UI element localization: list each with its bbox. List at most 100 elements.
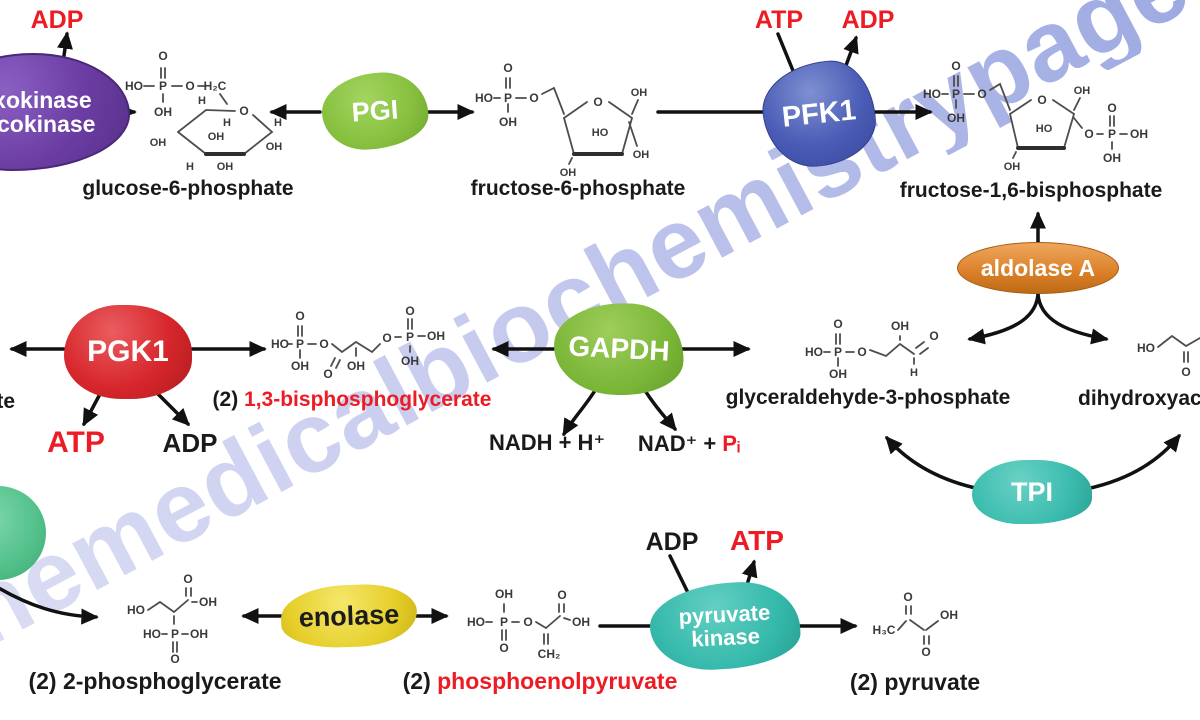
svg-text:O: O bbox=[323, 367, 332, 381]
svg-text:O: O bbox=[857, 345, 866, 359]
label-bpg-name: 1,3-bisphosphoglycerate bbox=[244, 388, 492, 411]
svg-text:O: O bbox=[503, 61, 512, 75]
label-fructose-16-bisphosphate: fructose-1,6-bisphosphate bbox=[899, 179, 1163, 202]
svg-text:O: O bbox=[382, 331, 391, 345]
label-dihydroxyacetone-clipped: dihydroxyacetone bbox=[1078, 387, 1200, 410]
label-adp-hexokinase: ADP bbox=[30, 6, 84, 34]
label-atp-pfk1: ATP bbox=[754, 6, 804, 34]
svg-text:HO: HO bbox=[125, 79, 143, 93]
svg-text:O: O bbox=[1107, 101, 1116, 115]
svg-text:OH: OH bbox=[208, 131, 225, 143]
structure-phosphoenolpyruvate: OH HO P O O CH₂ O OH bbox=[467, 587, 590, 661]
label-bpg-count: (2) bbox=[212, 388, 245, 411]
svg-text:OH: OH bbox=[891, 319, 909, 333]
svg-text:O: O bbox=[529, 91, 538, 105]
svg-text:P: P bbox=[500, 615, 508, 629]
svg-text:CH₂: CH₂ bbox=[538, 647, 561, 661]
svg-text:H: H bbox=[186, 161, 194, 173]
label-nad-base: NAD⁺ + bbox=[637, 431, 723, 456]
svg-text:O: O bbox=[523, 615, 532, 629]
arrow-mutase-to-pg2 bbox=[0, 586, 99, 625]
svg-text:HO: HO bbox=[923, 87, 941, 101]
svg-text:OH: OH bbox=[150, 137, 167, 149]
svg-text:O: O bbox=[1181, 365, 1190, 379]
svg-text:O: O bbox=[951, 59, 960, 73]
svg-text:P: P bbox=[952, 87, 960, 101]
svg-text:O: O bbox=[319, 337, 328, 351]
label-pep-count: (2) bbox=[402, 668, 438, 694]
arrow-tpi-to-g3p bbox=[885, 435, 982, 491]
structure-pyruvate: H₃C O OH O bbox=[873, 590, 958, 659]
structure-glyceraldehyde-3-phosphate: HO P O OH O OH O H bbox=[805, 317, 939, 381]
svg-text:H: H bbox=[274, 117, 282, 129]
svg-text:O: O bbox=[929, 329, 938, 343]
svg-text:OH: OH bbox=[217, 161, 234, 173]
svg-text:OH: OH bbox=[199, 595, 217, 609]
svg-text:P: P bbox=[1108, 127, 1116, 141]
arrow-tpi-to-dhap bbox=[1084, 433, 1181, 491]
label-pep-name: phosphoenolpyruvate bbox=[437, 668, 678, 694]
svg-text:HO: HO bbox=[475, 91, 493, 105]
svg-text:OH: OH bbox=[633, 149, 650, 161]
svg-text:OH: OH bbox=[401, 354, 419, 368]
enzyme-pfk1-label: PFK1 bbox=[780, 93, 858, 134]
arrow-pgk1-to-atp bbox=[82, 392, 102, 427]
svg-text:O: O bbox=[183, 572, 192, 586]
enzyme-hexokinase-label-line2: glucokinase bbox=[0, 111, 96, 137]
svg-text:OH: OH bbox=[495, 587, 513, 601]
svg-text:O: O bbox=[903, 590, 912, 604]
label-fructose-6-phosphate: fructose-6-phosphate bbox=[470, 177, 686, 200]
label-atp-pk: ATP bbox=[730, 525, 784, 556]
svg-text:O: O bbox=[185, 79, 194, 93]
svg-text:P: P bbox=[159, 79, 167, 93]
svg-text:OH: OH bbox=[291, 359, 309, 373]
enzyme-pgi-label: PGI bbox=[350, 94, 400, 128]
svg-text:HO: HO bbox=[805, 345, 823, 359]
svg-text:OH: OH bbox=[1130, 127, 1148, 141]
arrow-pgk1-to-adp bbox=[156, 392, 190, 426]
structure-13-bisphosphoglycerate: HO P O OH O O OH O P O OH OH bbox=[271, 304, 445, 381]
structure-dihydroxyacetone: HO O bbox=[1137, 334, 1200, 379]
svg-text:OH: OH bbox=[1004, 161, 1021, 173]
svg-text:OH: OH bbox=[631, 87, 648, 99]
label-pi: Pᵢ bbox=[722, 431, 741, 456]
svg-text:OH: OH bbox=[560, 167, 577, 179]
svg-text:O: O bbox=[977, 87, 986, 101]
svg-text:O: O bbox=[1037, 93, 1046, 107]
svg-text:OH: OH bbox=[499, 115, 517, 129]
svg-text:O: O bbox=[921, 645, 930, 659]
label-phosphoenolpyruvate: (2) phosphoenolpyruvate bbox=[403, 668, 678, 695]
arrow-gapdh-to-nad bbox=[642, 387, 677, 432]
enzyme-tpi: TPI bbox=[972, 460, 1092, 524]
label-13-bisphosphoglycerate: (2) 1,3-bisphosphoglycerate bbox=[213, 388, 492, 412]
arrow-gapdh-to-nadh bbox=[562, 387, 598, 437]
svg-text:P: P bbox=[504, 91, 512, 105]
svg-text:O: O bbox=[833, 317, 842, 331]
label-adp-pfk1: ADP bbox=[841, 6, 895, 34]
svg-text:O: O bbox=[239, 104, 248, 118]
svg-text:O: O bbox=[170, 652, 179, 666]
svg-text:OH: OH bbox=[1074, 85, 1091, 97]
svg-text:O: O bbox=[1084, 127, 1093, 141]
label-glucose-6-phosphate: glucose-6-phosphate bbox=[82, 177, 294, 200]
svg-text:OH: OH bbox=[427, 329, 445, 343]
label-nad-pi: NAD⁺ + Pᵢ bbox=[638, 431, 740, 457]
svg-text:OH: OH bbox=[1103, 151, 1121, 165]
structure-fructose-6-phosphate: HO P O OH O O OH HO OH OH bbox=[475, 61, 650, 179]
label-glyceraldehyde-3-phosphate: glyceraldehyde-3-phosphate bbox=[725, 386, 1011, 409]
svg-text:H₃C: H₃C bbox=[873, 623, 896, 637]
svg-text:HO: HO bbox=[1036, 123, 1053, 135]
enzyme-tpi-label: TPI bbox=[1010, 476, 1053, 507]
svg-text:O: O bbox=[557, 588, 566, 602]
svg-text:HO: HO bbox=[1137, 341, 1155, 355]
svg-text:OH: OH bbox=[190, 627, 208, 641]
svg-text:OH: OH bbox=[829, 367, 847, 381]
structure-glucose-6-phosphate: HO P O OH O H₂C O H H OH OH H OH OH H bbox=[125, 49, 282, 173]
svg-text:OH: OH bbox=[940, 608, 958, 622]
arrow-aldolase-to-dhap bbox=[1036, 286, 1109, 345]
svg-text:HO: HO bbox=[467, 615, 485, 629]
enzyme-aldolase-a-label: aldolase A bbox=[980, 254, 1096, 281]
label-atp-pgk1: ATP bbox=[47, 426, 105, 459]
